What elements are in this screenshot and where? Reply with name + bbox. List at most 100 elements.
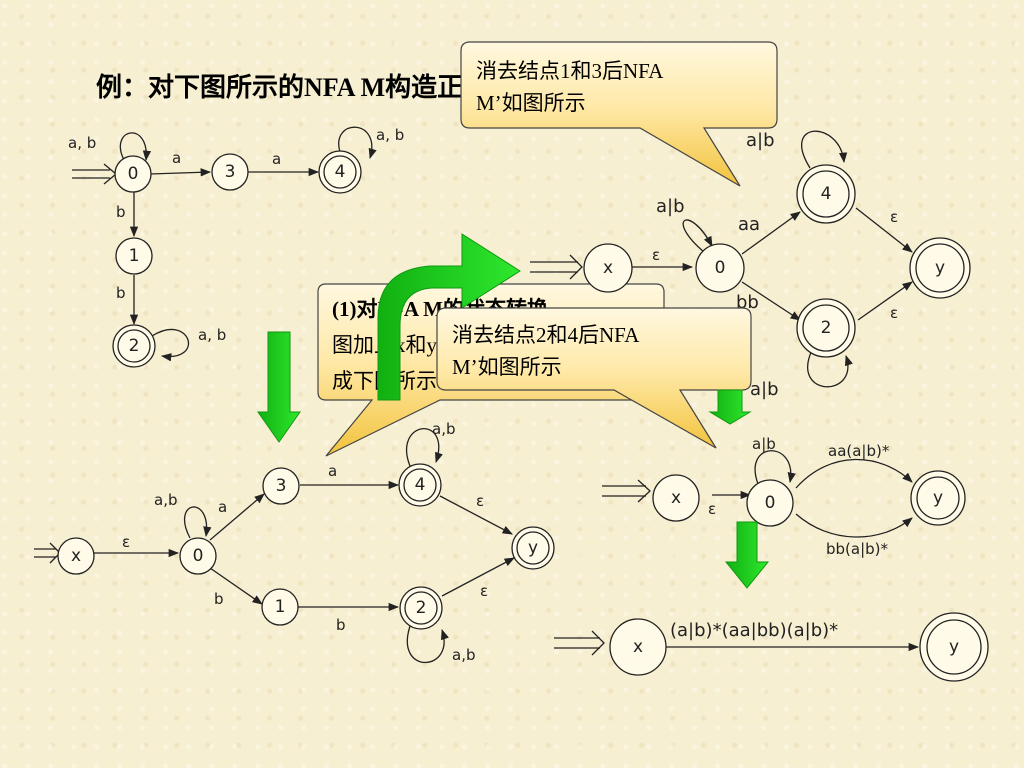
graph1-loop-2-label: a, b bbox=[198, 326, 226, 344]
graph4-edge-x-0-label: ε bbox=[708, 500, 716, 518]
svg-text:消去结点2和4后NFA: 消去结点2和4后NFA bbox=[452, 323, 640, 347]
graph1-loop-2 bbox=[151, 328, 190, 362]
graph4-node-y: y bbox=[910, 470, 966, 526]
svg-text:y: y bbox=[949, 637, 959, 657]
graph3-edge-4-y-label: ε bbox=[890, 208, 898, 226]
callout-remove-1-3: 消去结点1和3后NFA M’如图所示 bbox=[460, 41, 778, 187]
svg-text:2: 2 bbox=[416, 598, 427, 618]
graph2-edge-0-3-label: a bbox=[218, 498, 227, 516]
graph4-nfa: ε a|b aa(a|b)* bb(a|b)* x 0 y bbox=[602, 435, 966, 558]
graph1-loop-0-label: a, b bbox=[68, 134, 96, 152]
graph1-edge-0-1-label: b bbox=[116, 203, 126, 221]
callout-remove-2-4: 消去结点2和4后NFA M’如图所示 bbox=[436, 307, 752, 449]
graph1-node-2: 2 bbox=[112, 324, 156, 368]
graph1-node-0: 0 bbox=[114, 155, 152, 193]
graph2-loop-4-label: a,b bbox=[432, 420, 455, 438]
graph4-edge-lower bbox=[795, 513, 913, 538]
graph2-loop-0-label: a,b bbox=[154, 491, 177, 509]
graph2-edge-x-0-label: ε bbox=[122, 533, 130, 551]
graph5-node-y: y bbox=[919, 612, 989, 682]
graph4-loop-0 bbox=[754, 450, 796, 485]
graph1-loop-4 bbox=[338, 126, 377, 159]
graph3-start-arrow bbox=[530, 254, 583, 280]
graph3-edge-4-y bbox=[855, 207, 913, 253]
graph2-node-2: 2 bbox=[399, 586, 443, 630]
graph4-start-arrow bbox=[602, 479, 651, 503]
svg-text:M’如图所示: M’如图所示 bbox=[476, 91, 586, 115]
graph3-node-4: 4 bbox=[796, 164, 856, 224]
svg-text:消去结点1和3后NFA: 消去结点1和3后NFA bbox=[476, 59, 664, 83]
graph1-node-4: 4 bbox=[318, 150, 362, 194]
graph3-loop-4-label: a|b bbox=[746, 130, 775, 151]
graph2-edge-3-4-label: a bbox=[328, 462, 337, 480]
graph2-loop-2 bbox=[406, 625, 449, 663]
graph1-edge-3-4-label: a bbox=[272, 150, 281, 168]
graph3-edge-2-y bbox=[857, 281, 913, 321]
graph2-edge-2-y bbox=[441, 557, 515, 597]
green-down-arrow-left bbox=[257, 331, 301, 443]
svg-text:y: y bbox=[933, 488, 943, 508]
svg-text:4: 4 bbox=[335, 162, 346, 182]
graph2-loop-4 bbox=[406, 428, 443, 467]
graph2-edge-4-y-label: ε bbox=[476, 492, 484, 510]
graph1-loop-4-label: a, b bbox=[376, 126, 404, 144]
graph5-nfa: (a|b)*(aa|bb)(a|b)* x y bbox=[554, 612, 989, 682]
graph3-edge-2-y-label: ε bbox=[890, 304, 898, 322]
graph3-edge-0-4 bbox=[741, 211, 801, 255]
graph3-loop-2-label: a|b bbox=[750, 379, 779, 400]
svg-text:0: 0 bbox=[715, 258, 726, 278]
green-down-arrow-right bbox=[724, 521, 770, 589]
svg-text:y: y bbox=[528, 538, 538, 558]
graph2-edge-0-1 bbox=[209, 567, 263, 605]
svg-text:3: 3 bbox=[276, 476, 287, 496]
graph2-node-0: 0 bbox=[179, 537, 217, 575]
graph1-edge-1-2-label: b bbox=[116, 284, 126, 302]
graph3-node-0: 0 bbox=[695, 243, 745, 293]
graph2-node-x: x bbox=[57, 537, 95, 575]
graph4-edge-upper bbox=[795, 458, 913, 489]
svg-text:x: x bbox=[671, 488, 681, 508]
svg-text:x: x bbox=[633, 637, 643, 657]
graph3-node-2: 2 bbox=[796, 298, 856, 358]
graph3-loop-0 bbox=[682, 219, 713, 253]
graph2-edge-4-y bbox=[439, 495, 513, 535]
svg-text:2: 2 bbox=[129, 336, 140, 356]
graph3-node-y: y bbox=[909, 237, 971, 299]
graph4-node-x: x bbox=[652, 474, 700, 522]
graph3-loop-0-label: a|b bbox=[656, 196, 685, 217]
graph2-node-3: 3 bbox=[262, 467, 300, 505]
graph2-node-y: y bbox=[511, 526, 555, 570]
graph2-edge-1-2-label: b bbox=[336, 616, 346, 634]
graph3-node-x: x bbox=[583, 243, 633, 293]
graph3-nfa: ε a|b aa a|b ε bb a|b ε x 0 4 2 y bbox=[530, 130, 971, 400]
graph3-edge-0-4-label: aa bbox=[738, 214, 760, 235]
svg-text:2: 2 bbox=[821, 318, 832, 338]
graph3-loop-4 bbox=[801, 130, 848, 169]
svg-text:1: 1 bbox=[129, 246, 140, 266]
graph1-nfa: a, b a a a, b b b a, b 0 3 4 1 2 bbox=[68, 126, 404, 368]
graph1-start-arrow bbox=[72, 163, 118, 185]
green-curved-arrow bbox=[377, 233, 521, 401]
graph3-loop-2 bbox=[807, 349, 853, 388]
graph1-edge-0-3 bbox=[149, 168, 212, 177]
graph2-node-1: 1 bbox=[261, 588, 299, 626]
svg-text:M’如图所示: M’如图所示 bbox=[452, 355, 562, 379]
graph2-edge-0-3 bbox=[209, 493, 265, 541]
graph3-edge-x-0-label: ε bbox=[652, 246, 660, 264]
graph2-loop-2-label: a,b bbox=[452, 646, 475, 664]
graph2-edge-2-y-label: ε bbox=[480, 582, 488, 600]
svg-text:4: 4 bbox=[415, 475, 426, 495]
svg-text:0: 0 bbox=[193, 546, 204, 566]
graph5-node-x: x bbox=[609, 618, 667, 676]
graph4-edge-upper-label: aa(a|b)* bbox=[828, 442, 890, 460]
graph2-node-4: 4 bbox=[398, 463, 442, 507]
graph5-start-arrow bbox=[554, 630, 605, 656]
green-down-arrow-small bbox=[708, 389, 752, 425]
graph2-loop-0 bbox=[184, 506, 212, 539]
graph1-node-1: 1 bbox=[115, 237, 153, 275]
graph1-loop-0 bbox=[119, 132, 152, 162]
svg-text:y: y bbox=[935, 258, 945, 278]
svg-text:3: 3 bbox=[225, 162, 236, 182]
graph1-edge-0-3-label: a bbox=[172, 149, 181, 167]
